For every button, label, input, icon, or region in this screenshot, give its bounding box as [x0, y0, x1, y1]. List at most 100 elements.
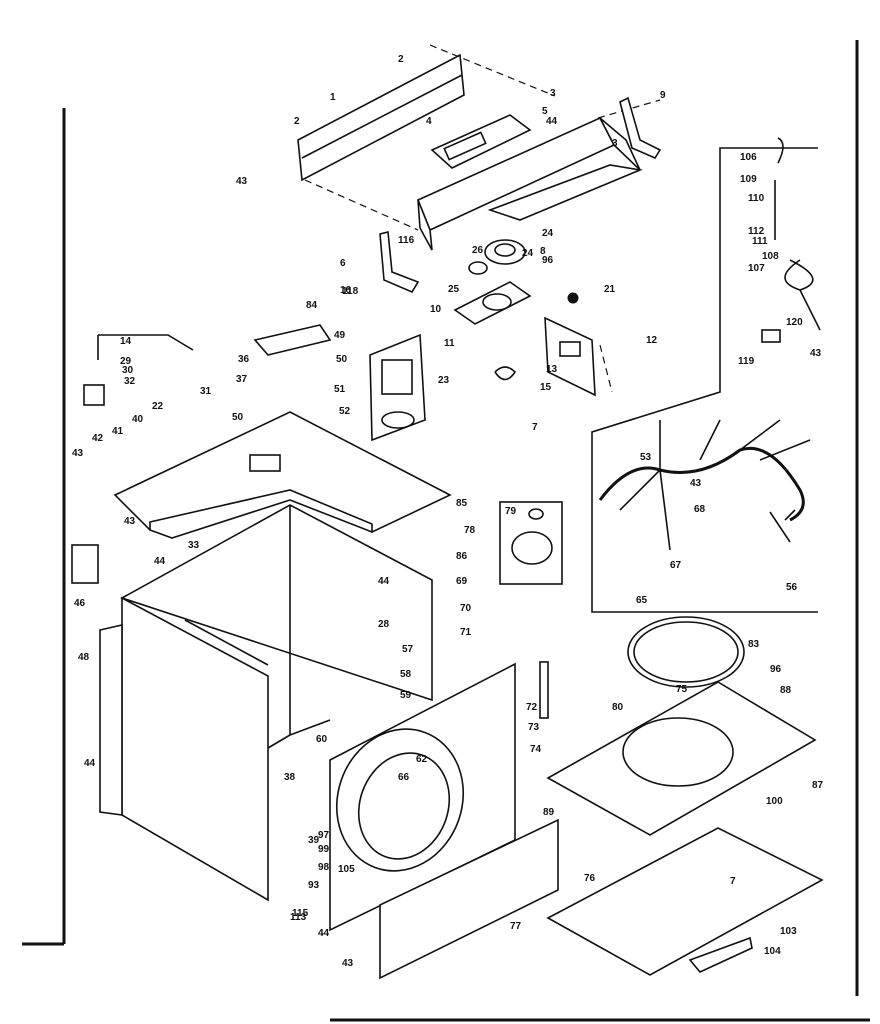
- callout-label-c43a: 43: [236, 176, 248, 187]
- callout-label-c37: 37: [236, 374, 248, 385]
- callout-label-c72: 72: [526, 702, 538, 713]
- callout-label-c60: 60: [316, 734, 328, 745]
- callout-label-c67: 67: [670, 560, 682, 571]
- callout-label-c51: 51: [334, 384, 346, 395]
- callout-label-c110: 110: [748, 193, 765, 204]
- callout-label-c7b: 7: [730, 876, 736, 887]
- callout-label-c118: 118: [342, 286, 359, 297]
- callout-label-c44c: 44: [378, 576, 390, 587]
- callout-label-c100: 100: [766, 796, 783, 807]
- callout-label-c44e: 44: [318, 928, 330, 939]
- callout-label-c28: 28: [378, 619, 390, 630]
- callout-label-c107: 107: [748, 263, 765, 274]
- callout-label-c39: 39: [308, 835, 320, 846]
- callout-label-c96a: 96: [770, 664, 782, 675]
- callout-label-c113: 113: [290, 912, 307, 923]
- callout-label-c12: 12: [646, 335, 658, 346]
- callout-label-c96b: 96: [542, 255, 554, 266]
- wiring-harness-box: [591, 137, 821, 613]
- callout-label-c119: 119: [738, 356, 755, 367]
- callout-label-c8: 8: [540, 246, 546, 257]
- callout-label-c50b: 50: [336, 354, 348, 365]
- callout-label-c104: 104: [764, 946, 781, 957]
- callout-label-c75: 75: [676, 684, 688, 695]
- callout-label-c46: 46: [74, 598, 86, 609]
- callout-label-c73: 73: [528, 722, 540, 733]
- callout-label-c22: 22: [152, 401, 164, 412]
- callout-label-c109: 109: [740, 174, 757, 185]
- callout-label-c43d: 43: [342, 958, 354, 969]
- callout-label-c30: 30: [122, 365, 134, 376]
- callout-label-c111: 111: [752, 236, 768, 247]
- callout-label-c93: 93: [308, 880, 320, 891]
- callout-label-c44d: 44: [84, 758, 96, 769]
- callout-label-c99: 99: [318, 844, 330, 855]
- callout-label-c3b: 3: [612, 138, 618, 149]
- callout-label-c98: 98: [318, 862, 330, 873]
- callout-label-c36: 36: [238, 354, 250, 365]
- callout-label-c11: 11: [444, 338, 455, 349]
- callout-label-c21: 21: [604, 284, 616, 295]
- callout-label-c49: 49: [334, 330, 346, 341]
- callout-label-c44b: 44: [154, 556, 166, 567]
- callout-label-c115: 115: [292, 908, 309, 919]
- callout-label-c41: 41: [112, 426, 124, 437]
- callout-label-c24b: 24: [522, 248, 534, 259]
- callout-label-c87: 87: [812, 780, 824, 791]
- callout-label-c29: 29: [120, 356, 132, 367]
- callout-label-c6: 6: [340, 258, 346, 269]
- callout-label-c53: 53: [640, 452, 652, 463]
- callout-label-c38: 38: [284, 772, 296, 783]
- callout-label-c40: 40: [132, 414, 144, 425]
- callout-label-c74: 74: [530, 744, 542, 755]
- callout-label-c43f: 43: [690, 478, 702, 489]
- timer-switch-assembly: [453, 239, 613, 397]
- callout-label-c77: 77: [510, 921, 522, 932]
- callout-label-c80: 80: [612, 702, 624, 713]
- callout-label-c4: 4: [426, 116, 432, 127]
- callout-label-c108: 108: [762, 251, 779, 262]
- callout-label-c70: 70: [460, 603, 472, 614]
- callout-label-c43b: 43: [72, 448, 84, 459]
- callout-label-c103: 103: [780, 926, 797, 937]
- callout-label-c43c: 43: [124, 516, 136, 527]
- callout-label-c116: 116: [398, 235, 415, 246]
- front-panel: [329, 662, 559, 980]
- callout-label-c105: 105: [338, 864, 355, 875]
- callout-label-c79: 79: [505, 506, 517, 517]
- top-cover: [71, 324, 452, 584]
- callout-label-c76: 76: [584, 873, 596, 884]
- callout-label-c3a: 3: [550, 88, 556, 99]
- callout-label-c33: 33: [188, 540, 200, 551]
- callout-label-c26: 26: [472, 245, 484, 256]
- callout-label-c44a: 44: [546, 116, 558, 127]
- callout-label-c31: 31: [200, 386, 212, 397]
- callout-label-c15: 15: [540, 382, 552, 393]
- callout-label-c88: 88: [780, 685, 792, 696]
- callout-label-c112: 112: [748, 226, 765, 237]
- callout-label-c52: 52: [339, 406, 351, 417]
- callout-label-c89: 89: [543, 807, 555, 818]
- callout-label-c97: 97: [318, 830, 330, 841]
- callout-label-c24a: 24: [542, 228, 554, 239]
- callout-label-c85: 85: [456, 498, 468, 509]
- callout-label-c78: 78: [464, 525, 476, 536]
- callout-label-c65: 65: [636, 595, 648, 606]
- callout-label-c68: 68: [694, 504, 706, 515]
- callout-label-c2b: 2: [294, 116, 300, 127]
- callout-label-c50a: 50: [232, 412, 244, 423]
- callout-label-c59: 59: [400, 690, 412, 701]
- callout-label-c120: 120: [786, 317, 803, 328]
- callout-label-c62: 62: [416, 754, 428, 765]
- tub-and-pump: [499, 501, 824, 976]
- callout-label-c86: 86: [456, 551, 468, 562]
- cabinet: [99, 504, 433, 902]
- callout-label-c14: 14: [120, 336, 132, 347]
- callout-label-c1: 1: [330, 92, 336, 103]
- callout-label-c69: 69: [456, 576, 468, 587]
- callout-label-c16: 16: [340, 285, 352, 296]
- callout-label-c9: 9: [660, 90, 666, 101]
